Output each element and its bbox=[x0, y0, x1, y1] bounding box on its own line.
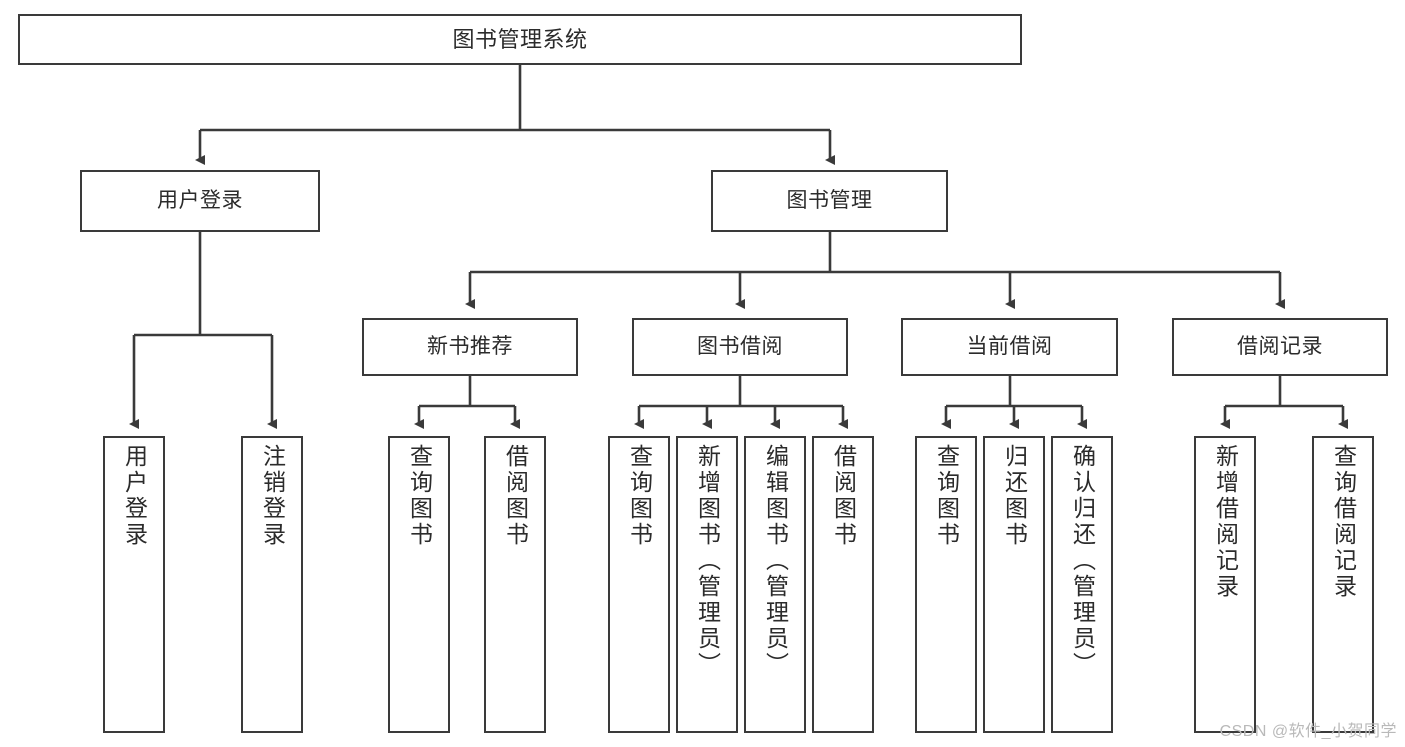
leaf-record-query-record[interactable]: 查询借阅记录 bbox=[1312, 436, 1374, 733]
leaf-recommend-borrow-book[interactable]: 借阅图书 bbox=[484, 436, 546, 733]
node-new-book-recommend[interactable]: 新书推荐 bbox=[362, 318, 578, 376]
node-label: 新书推荐 bbox=[427, 334, 513, 358]
node-label: 借阅图书 bbox=[502, 444, 529, 548]
node-label: 借阅图书 bbox=[830, 444, 857, 548]
leaf-current-return-book[interactable]: 归还图书 bbox=[983, 436, 1045, 733]
node-label: 新增图书（管理员） bbox=[694, 444, 721, 678]
node-current-borrow[interactable]: 当前借阅 bbox=[901, 318, 1118, 376]
node-label: 查询图书 bbox=[933, 444, 960, 548]
leaf-borrow-query-book[interactable]: 查询图书 bbox=[608, 436, 670, 733]
node-label: 当前借阅 bbox=[966, 334, 1053, 358]
node-label: 查询图书 bbox=[406, 444, 433, 548]
leaf-record-add-record[interactable]: 新增借阅记录 bbox=[1194, 436, 1256, 733]
leaf-borrow-add-book[interactable]: 新增图书（管理员） bbox=[676, 436, 738, 733]
leaf-recommend-query-book[interactable]: 查询图书 bbox=[388, 436, 450, 733]
node-label: 图书管理系统 bbox=[452, 26, 588, 52]
node-label: 用户登录 bbox=[157, 188, 243, 212]
node-label: 用户登录 bbox=[121, 444, 148, 548]
node-label: 新增借阅记录 bbox=[1212, 444, 1239, 600]
leaf-borrow-edit-book[interactable]: 编辑图书（管理员） bbox=[744, 436, 806, 733]
node-label: 图书借阅 bbox=[697, 334, 783, 358]
leaf-user-login-logout[interactable]: 注销登录 bbox=[241, 436, 303, 733]
node-label: 编辑图书（管理员） bbox=[762, 444, 789, 678]
leaf-current-query-book[interactable]: 查询图书 bbox=[915, 436, 977, 733]
node-root-system[interactable]: 图书管理系统 bbox=[18, 14, 1022, 65]
leaf-current-confirm-return[interactable]: 确认归还（管理员） bbox=[1051, 436, 1113, 733]
node-label: 查询借阅记录 bbox=[1330, 444, 1357, 600]
node-label: 注销登录 bbox=[259, 444, 286, 548]
node-book-management[interactable]: 图书管理 bbox=[711, 170, 948, 232]
node-book-borrow[interactable]: 图书借阅 bbox=[632, 318, 848, 376]
watermark-text: CSDN @软件_小贺同学 bbox=[1219, 723, 1397, 740]
node-label: 图书管理 bbox=[786, 188, 873, 212]
node-user-login[interactable]: 用户登录 bbox=[80, 170, 320, 232]
node-borrow-record[interactable]: 借阅记录 bbox=[1172, 318, 1388, 376]
node-label: 确认归还（管理员） bbox=[1069, 444, 1096, 678]
leaf-user-login-login[interactable]: 用户登录 bbox=[103, 436, 165, 733]
node-label: 归还图书 bbox=[1001, 444, 1028, 548]
node-label: 借阅记录 bbox=[1237, 334, 1323, 358]
leaf-borrow-borrow-book[interactable]: 借阅图书 bbox=[812, 436, 874, 733]
node-label: 查询图书 bbox=[626, 444, 653, 548]
